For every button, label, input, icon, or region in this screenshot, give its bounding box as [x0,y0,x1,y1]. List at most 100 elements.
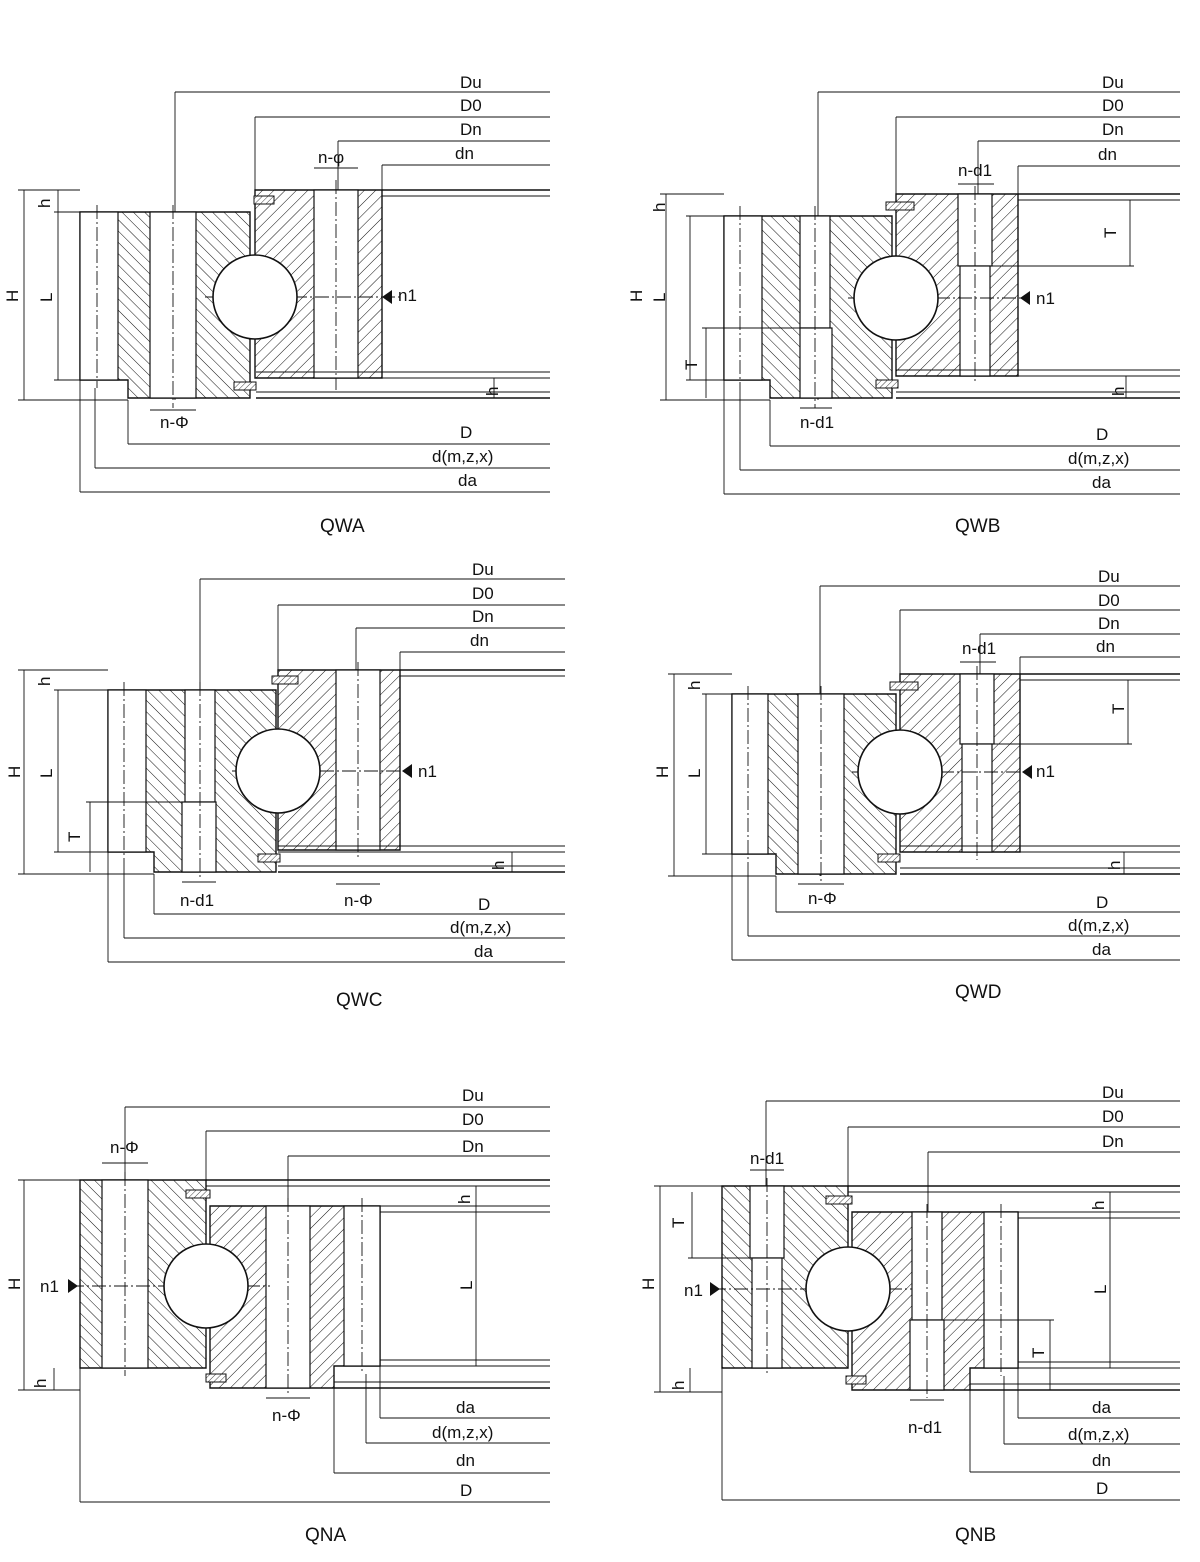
label-d: D [1096,893,1108,912]
label-h: h [650,203,669,212]
label-h-total: H [3,290,22,302]
label-hole-top: n-d1 [750,1149,784,1168]
label-dn-small: dn [1098,145,1117,164]
label-hole-top: n-d1 [958,161,992,180]
label-dm: d(m,z,x) [450,918,511,937]
label-t-top: T [1101,228,1120,238]
label-h2: h [1089,1201,1108,1210]
caption-qnb: QNB [955,1525,996,1546]
label-h: h [685,681,704,690]
label-du: Du [1098,567,1120,586]
label-dn-small: dn [455,144,474,163]
label-dm: d(m,z,x) [1068,1425,1129,1444]
label-l: L [685,769,704,778]
label-h: h [669,1381,688,1390]
label-du: Du [460,73,482,92]
label-h-total: H [639,1278,658,1290]
caption-qwd: QWD [955,982,1001,1003]
label-l: L [37,769,56,778]
label-n1: n1 [398,286,417,305]
label-t-bottom: T [1029,1348,1048,1358]
label-da: da [1092,940,1111,959]
label-hole-bottom: n-Φ [160,413,189,432]
label-d0: D0 [462,1110,484,1129]
label-h2: h [455,1195,474,1204]
label-h2: h [483,387,502,396]
label-da: da [458,471,477,490]
label-n1: n1 [684,1281,703,1300]
drawing-qnb: Du D0 Dn n-d1 n1 H [639,1083,1180,1546]
label-du: Du [472,560,494,579]
caption-qna: QNA [305,1525,347,1546]
drawing-qwb: Du D0 Dn dn n-d1 n1 T [627,73,1180,537]
label-l: L [457,1281,476,1290]
label-dn-big: Dn [1102,1132,1124,1151]
label-d0: D0 [472,584,494,603]
label-da: da [456,1398,475,1417]
label-t-bottom: T [682,360,701,370]
label-hole-top: n-d1 [962,639,996,658]
label-h-total: H [5,1278,24,1290]
label-dn-big: Dn [1102,120,1124,139]
label-hole-bottom: n-d1 [800,413,834,432]
label-du: Du [462,1086,484,1105]
label-d: D [460,423,472,442]
label-dn-big: Dn [462,1137,484,1156]
label-l: L [650,293,669,302]
label-da: da [1092,473,1111,492]
label-h-total: H [627,290,646,302]
label-hole-bottom: n-Φ [344,891,373,910]
label-dn-small: dn [456,1451,475,1470]
label-dn-big: Dn [1098,614,1120,633]
caption-qwc: QWC [336,990,382,1011]
drawing-qwd: Du D0 Dn dn n-d1 n1 T [653,567,1180,1003]
label-du: Du [1102,1083,1124,1102]
label-hole-bottom: n-Φ [272,1406,301,1425]
label-dn-big: Dn [472,607,494,626]
label-dm: d(m,z,x) [432,447,493,466]
label-dn-small: dn [1092,1451,1111,1470]
label-t-bottom: T [65,832,84,842]
label-h: h [35,199,54,208]
label-h2: h [1109,387,1128,396]
label-da: da [474,942,493,961]
label-t-top: T [1109,704,1128,714]
label-n1: n1 [418,762,437,781]
label-h-total: H [5,766,24,778]
label-t-top: T [669,1218,688,1228]
label-d0: D0 [1102,96,1124,115]
drawing-qwa: Du D0 Dn dn n-φ n1 [3,73,550,537]
label-dn-small: dn [470,631,489,650]
label-d: D [478,895,490,914]
label-du: Du [1102,73,1124,92]
label-d0: D0 [460,96,482,115]
label-d0: D0 [1102,1107,1124,1126]
label-hole-bottom-left: n-d1 [180,891,214,910]
caption-qwa: QWA [320,516,365,537]
label-h-total: H [653,766,672,778]
label-l: L [37,293,56,302]
label-n1: n1 [40,1277,59,1296]
label-hole-top: n-Φ [110,1138,139,1157]
label-hole-bottom: n-Φ [808,889,837,908]
label-h2: h [1105,861,1124,870]
label-d: D [1096,1479,1108,1498]
label-h: h [35,677,54,686]
label-dn-small: dn [1096,637,1115,656]
drawing-qwc: Du D0 Dn dn n1 H [5,560,565,1011]
label-dm: d(m,z,x) [1068,449,1129,468]
label-dm: d(m,z,x) [432,1423,493,1442]
label-d: D [1096,425,1108,444]
label-d0: D0 [1098,591,1120,610]
label-n1: n1 [1036,289,1055,308]
label-da: da [1092,1398,1111,1417]
label-l: L [1091,1285,1110,1294]
label-dm: d(m,z,x) [1068,916,1129,935]
label-dn-big: Dn [460,120,482,139]
label-h2: h [489,861,508,870]
label-d: D [460,1481,472,1500]
caption-qwb: QWB [955,516,1000,537]
label-hole-top: n-φ [318,148,344,167]
label-n1: n1 [1036,762,1055,781]
